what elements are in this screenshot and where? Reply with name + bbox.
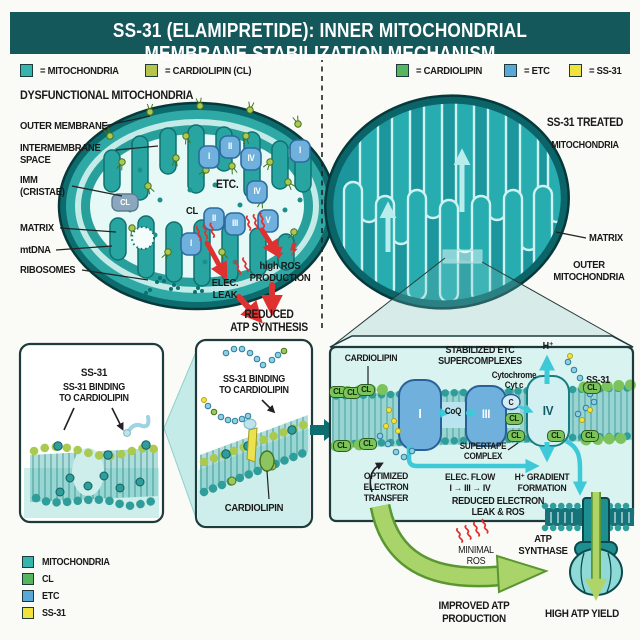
complex-numeral: I [299,145,301,155]
complex-numeral: IV [247,153,255,163]
label-high-ros: high ROS PRODUCTION [249,260,311,284]
cl-badge: CL [581,430,599,442]
legend-swatch-etc [504,64,517,77]
panel3-h-gradient-label: H⁺ GRADIENT FORMATION [514,472,570,494]
cyt-c-oval [501,393,521,411]
complex-4-numeral: IV [542,403,554,418]
panel3-etc-art [328,335,637,523]
treated-mitochondrion [324,89,570,311]
label-elec-leak: ELEC. LEAK [211,277,239,301]
improved-atp-arrow [369,503,549,594]
complex-numeral: III [232,218,238,228]
legend2-swatch-cl [22,573,34,585]
ribosomes-dots [144,276,204,295]
legend-swatch-cardiolipin [396,64,409,77]
panel2-binding-label: SS-31 BINDING TO CARDIOLIPIN [219,374,289,397]
heading-dysfunctional: DYSFUNCTIONAL MITOCHONDRIA [20,88,194,102]
legend2-label-cl: CL [42,574,54,585]
cl-badge: CL [547,430,565,442]
complex-numeral: II [212,213,216,223]
panel3-cytochrome-label: Cytochrome Cyt c [491,370,537,391]
panel3-reduced-leak-label: REDUCED ELECTRON LEAK & ROS [451,496,545,519]
panel3-stabilized-label: STABILIZED ETC SUPERCOMPLEXES [438,345,522,368]
complex-numeral: V [265,215,271,225]
cl-badge: CL [359,438,377,450]
panel3-hplus-label: H⁺ [542,341,554,352]
legend-swatch-cardiolipin-cl [145,64,158,77]
panel3-coq-label: CoQ [444,406,462,416]
label-matrix: MATRIX [20,222,54,234]
legend-label-etc: = ETC [524,65,550,77]
legend-label-mitochondria: = MITOCHONDRIA [40,65,119,77]
heading-ss31-treated: SS-31 TREATED [546,117,624,129]
cl-protein-blob [111,193,139,212]
legend-swatch-mitochondria [20,64,33,77]
legend2-label-mitochondria: MITOCHONDRIA [42,557,110,568]
improved-atp-label: IMPROVED ATP PRODUCTION [438,600,510,625]
panel3-elec-flow-label: ELEC. FLOW I → III → IV [444,472,496,494]
cl-badge: CL [357,384,375,396]
cl-badge: CL [583,382,601,394]
leader-lines [55,115,587,281]
atp-synthase-art [541,492,638,601]
high-atp-yield-label: HIGH ATP YIELD [545,608,619,620]
panel1-membrane-art [18,342,165,524]
complex-numeral: II [228,141,232,151]
panel3-ss31-label: SS-31 [586,375,610,386]
legend2-swatch-mitochondria [22,556,34,568]
title-bar [10,12,630,54]
label-treated-mitochondria: MITOCHONDRIA [551,140,619,151]
label-ribosomes: RIBOSOMES [20,264,76,276]
panel3-optimized-label: OPTIMIZED ELECTRON TRANSFER [363,471,409,504]
dysfunctional-mitochondrion [57,97,337,324]
complex-1-numeral: I [418,406,422,421]
etc-complex-blobs [180,135,311,256]
legend2-swatch-etc [22,590,34,602]
panel1-binding-label: SS-31 BINDING TO CARDIOLIPIN [59,382,129,405]
label-intermembrane-space: INTERMEMBRANE SPACE [20,142,101,166]
panel2-cardiolipin-label: CARDIOLIPIN [224,502,284,514]
complex-numeral: IV [253,186,261,196]
label-reduced-atp: REDUCED ATP SYNTHESIS [230,309,308,335]
legend-label-cardiolipin-cl: = CARDIOLIPIN (CL) [165,65,252,77]
label-outer-membrane: OUTER MEMBRANE [20,120,108,132]
atp-synthase-label: ATP SYNTHASE [518,533,568,557]
panel1-ss31-label: SS-31 [80,367,108,379]
label-cl-inner: CL [186,205,199,217]
complex-numeral: I [208,151,210,161]
zoom-wedge-right [331,258,633,347]
label-imm-cristae: IMM (CRISTAE) [20,174,65,198]
label-etc-inner: ETC. [216,179,239,191]
legend-label-ss31: = SS-31 [589,65,622,77]
cl-badge: CL [507,430,525,442]
minimal-ros-label: MINIMAL ROS [458,545,494,568]
label-outer-mitochondria: OUTER MITOCHONDRIA [553,259,625,283]
cl-badge: CL [505,413,523,425]
complex-3-numeral: III [481,407,491,421]
panel3-supertape-label: SUPERTAPE COMPLEX [459,441,507,462]
panel3-cardiolipin-label: CARDIOLIPIN [344,353,398,364]
page-title: SS-31 (ELAMIPRETIDE): INNER MITOCHONDRIA… [112,19,528,66]
legend2-label-etc: ETC [42,591,60,602]
panel2-membrane-art [194,338,314,529]
legend2-swatch-ss31 [22,607,34,619]
legend2-label-ss31: SS-31 [42,608,66,619]
mtdna-ring [131,226,155,250]
cl-badge: CL [333,440,351,452]
legend-swatch-ss31 [569,64,582,77]
ros-arrows [204,227,283,324]
complex-numeral: I [190,238,192,248]
cyt-c-letter: C [508,398,514,407]
label-mtdna: mtDNA [20,244,51,256]
label-matrix-right: MATRIX [589,232,623,244]
legend-label-cardiolipin: = CARDIOLIPIN [416,65,483,77]
cl-protein-label: CL [120,197,130,207]
